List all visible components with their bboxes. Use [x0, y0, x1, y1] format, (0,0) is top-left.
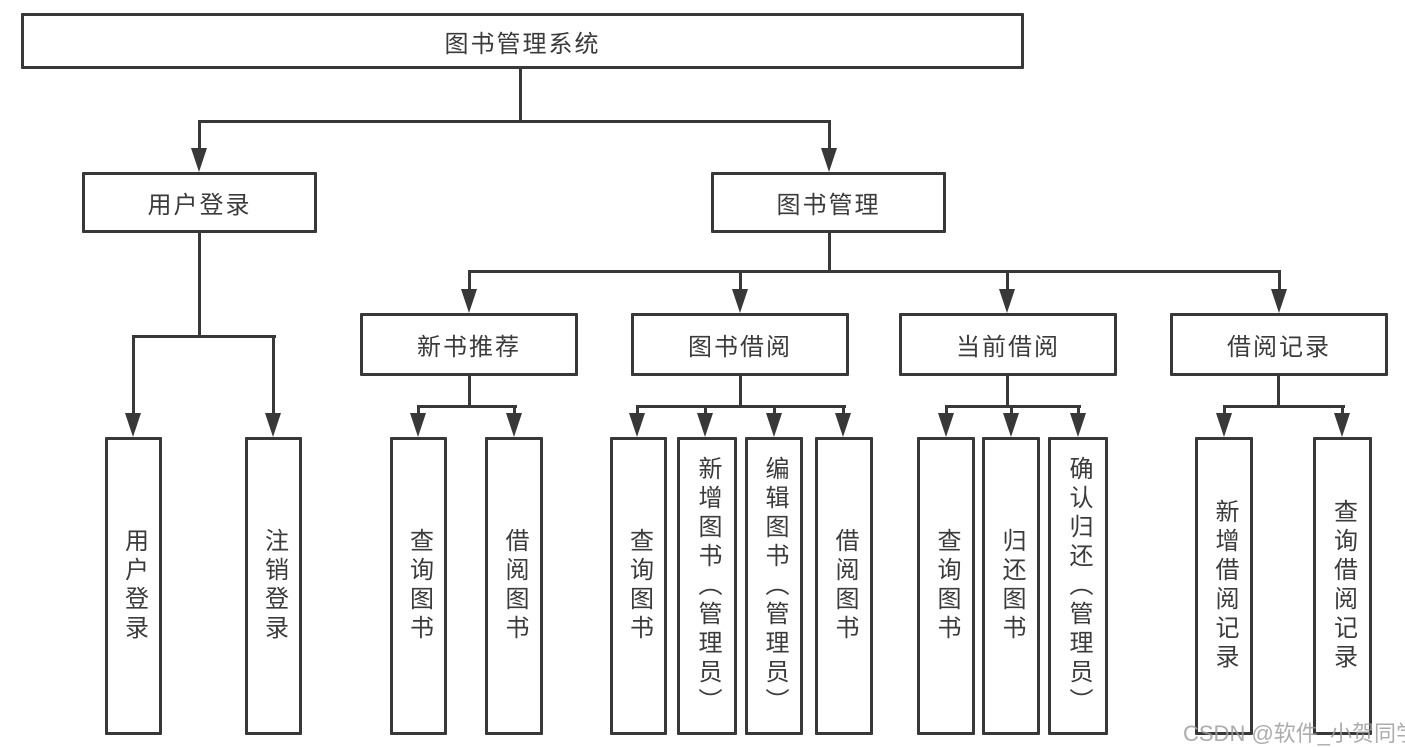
arrow-down-icon: [125, 413, 141, 437]
leaf-query-borrow-record: 查询借阅记录: [1313, 437, 1372, 735]
leaf-borrow-book-2: 借阅图书: [815, 437, 873, 735]
connector-line: [773, 405, 776, 416]
connector-line: [417, 405, 420, 416]
arrow-down-icon: [191, 148, 207, 172]
connector-line: [519, 69, 522, 121]
node-current-borrowing: 当前借阅: [899, 313, 1117, 376]
leaf-logout: 注销登录: [245, 437, 302, 735]
connector-line: [468, 270, 471, 292]
connector-line: [945, 405, 1081, 408]
connector-line: [198, 233, 201, 337]
node-label: 图书管理: [776, 192, 881, 219]
arrow-down-icon: [835, 413, 851, 437]
connector-line: [272, 335, 275, 416]
arrow-down-icon: [938, 413, 954, 437]
node-borrow-records: 借阅记录: [1170, 313, 1388, 376]
arrow-down-icon: [1271, 289, 1287, 313]
connector-line: [945, 405, 948, 416]
connector-line: [704, 405, 707, 416]
leaf-confirm-return-admin: 确认归还（管理员）: [1048, 437, 1108, 735]
arrow-down-icon: [1003, 413, 1019, 437]
connector-line: [132, 335, 135, 416]
leaf-user-login: 用户登录: [105, 437, 162, 735]
connector-line: [198, 120, 831, 123]
node-label: 新增图书（管理员）: [694, 455, 721, 717]
arrow-down-icon: [1334, 413, 1350, 437]
connector-line: [739, 270, 742, 292]
connector-line: [132, 335, 276, 338]
leaf-query-book-2: 查询图书: [610, 437, 667, 735]
node-label: 用户登录: [120, 528, 148, 644]
arrow-down-icon: [1216, 413, 1232, 437]
node-label: 查询图书: [933, 528, 960, 644]
connector-line: [468, 376, 471, 408]
arrow-down-icon: [821, 148, 837, 172]
connector-line: [1006, 376, 1009, 408]
node-label: 编辑图书（管理员）: [761, 455, 788, 717]
connector-line: [828, 120, 831, 152]
connector-line: [828, 233, 831, 273]
csdn-watermark: CSDN @软件_小贺同学: [1183, 721, 1405, 746]
arrow-down-icon: [766, 413, 782, 437]
connector-line: [1277, 376, 1280, 408]
node-label: 查询借阅记录: [1329, 499, 1357, 673]
leaf-add-book-admin: 新增图书（管理员）: [677, 437, 737, 735]
connector-line: [1278, 270, 1281, 292]
arrow-down-icon: [265, 413, 281, 437]
arrow-down-icon: [999, 289, 1015, 313]
connector-line: [1077, 405, 1080, 416]
connector-line: [1223, 405, 1345, 408]
node-new-book-recommend: 新书推荐: [360, 313, 578, 376]
arrow-down-icon: [629, 413, 645, 437]
leaf-add-borrow-record: 新增借阅记录: [1195, 437, 1253, 735]
arrow-down-icon: [697, 413, 713, 437]
arrow-down-icon: [732, 289, 748, 313]
node-label: 新书推荐: [417, 334, 521, 361]
node-label: 借阅图书: [831, 528, 858, 644]
node-label: 用户登录: [147, 192, 252, 219]
node-label: 确认归还（管理员）: [1065, 455, 1092, 717]
connector-line: [636, 405, 846, 408]
leaf-return-book: 归还图书: [982, 437, 1040, 735]
leaf-query-book-1: 查询图书: [390, 437, 447, 735]
connector-line: [739, 376, 742, 408]
connector-line: [1006, 270, 1009, 292]
connector-line: [198, 120, 201, 152]
arrow-down-icon: [1070, 413, 1086, 437]
node-label: 图书借阅: [688, 334, 792, 361]
connector-line: [1010, 405, 1013, 416]
connector-line: [636, 405, 639, 416]
arrow-down-icon: [506, 413, 522, 437]
node-label: 借阅记录: [1227, 334, 1331, 361]
node-book-borrowing: 图书借阅: [631, 313, 849, 376]
connector-line: [1341, 405, 1344, 416]
connector-line: [468, 270, 1281, 273]
node-label: 查询图书: [405, 528, 433, 644]
connector-line: [1223, 405, 1226, 416]
connector-line: [513, 405, 516, 416]
node-book-management: 图书管理: [711, 172, 946, 233]
arrow-down-icon: [410, 413, 426, 437]
node-label: 新增借阅记录: [1211, 499, 1238, 673]
leaf-borrow-book-1: 借阅图书: [485, 437, 543, 735]
node-label: 借阅图书: [501, 528, 528, 644]
connector-line: [842, 405, 845, 416]
node-user-login: 用户登录: [82, 172, 317, 233]
leaf-edit-book-admin: 编辑图书（管理员）: [745, 437, 803, 735]
node-label: 当前借阅: [956, 334, 1060, 361]
arrow-down-icon: [461, 289, 477, 313]
node-root-library-system: 图书管理系统: [21, 13, 1024, 69]
node-label: 图书管理系统: [444, 30, 601, 58]
connector-line: [417, 405, 517, 408]
node-label: 注销登录: [260, 528, 288, 644]
node-label: 查询图书: [625, 528, 653, 644]
leaf-query-book-3: 查询图书: [917, 437, 975, 735]
node-label: 归还图书: [998, 528, 1025, 644]
